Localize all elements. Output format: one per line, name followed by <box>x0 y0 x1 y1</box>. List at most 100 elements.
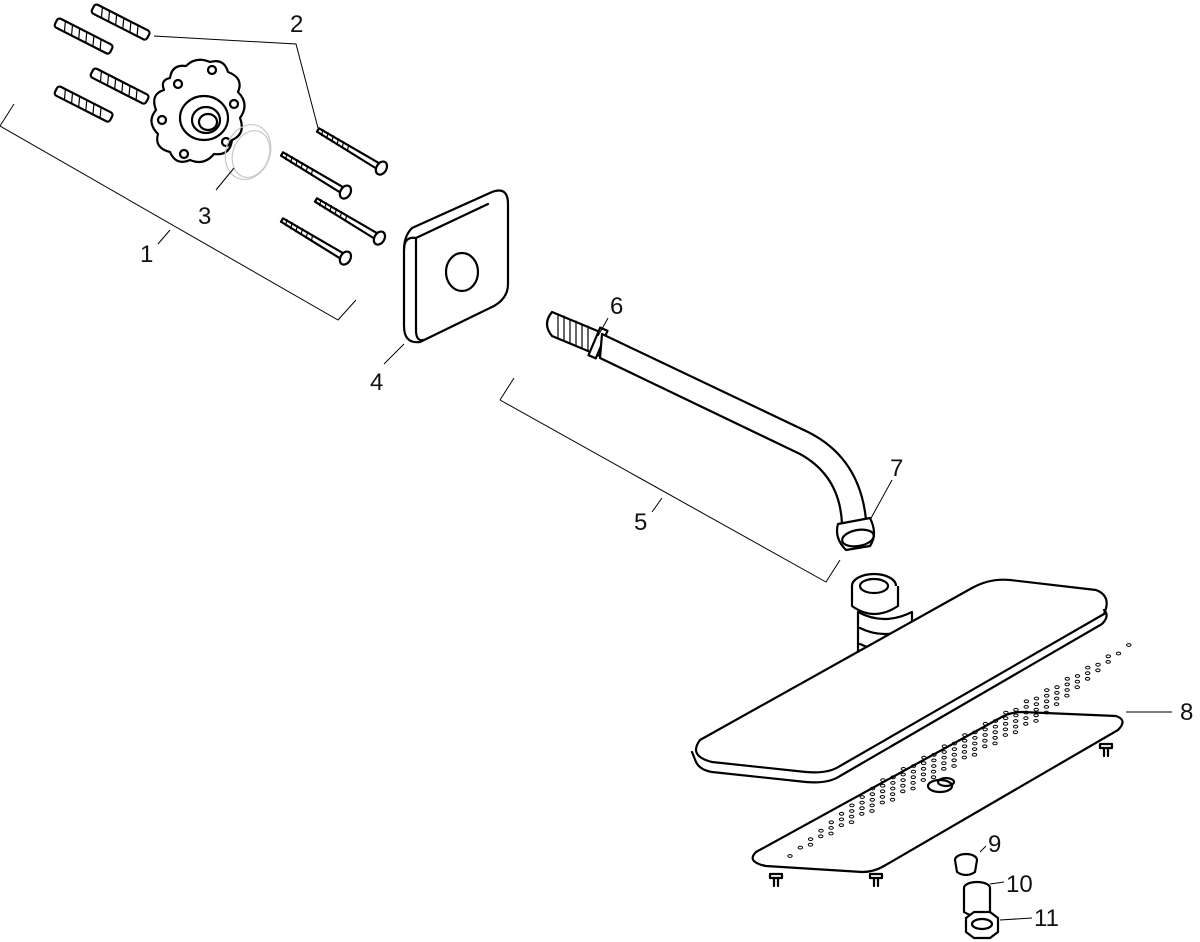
spray-nozzle <box>1064 688 1070 692</box>
spray-nozzle <box>1053 702 1060 706</box>
callout-11: 11 <box>1034 905 1059 932</box>
bracket-lines <box>0 103 841 583</box>
spray-nozzle <box>880 778 886 782</box>
spray-nozzle <box>1023 699 1030 704</box>
wall-flange <box>150 58 246 164</box>
square-escutcheon <box>402 189 510 344</box>
spray-nozzle <box>1054 696 1060 701</box>
spray-nozzle <box>889 797 896 802</box>
spray-nozzle <box>971 752 978 757</box>
spray-nozzle <box>951 752 957 757</box>
spray-nozzle <box>1074 679 1081 684</box>
spray-nozzle <box>1033 702 1040 706</box>
spray-nozzle <box>1013 719 1019 723</box>
flow-restrictor <box>953 852 979 877</box>
spray-nozzle <box>1064 693 1070 698</box>
spray-nozzle <box>941 750 947 754</box>
spray-nozzle <box>920 766 927 771</box>
spray-nozzle <box>941 744 948 749</box>
spray-nozzle <box>992 719 999 723</box>
spray-nozzle <box>910 781 916 785</box>
spray-nozzle <box>951 747 958 751</box>
spray-nozzle <box>931 758 937 763</box>
spray-nozzle <box>787 854 793 858</box>
spray-nozzle <box>900 778 906 782</box>
spray-nozzle <box>807 837 814 841</box>
spray-nozzle <box>818 828 824 833</box>
spray-nozzle <box>1044 693 1050 698</box>
spray-nozzle <box>880 783 886 788</box>
callout-6: 6 <box>610 293 623 320</box>
spray-nozzle <box>951 741 958 746</box>
spray-nozzle <box>962 738 968 743</box>
spray-nozzle <box>1115 651 1122 656</box>
spray-nozzle <box>1033 696 1040 701</box>
spray-nozzle <box>879 795 886 799</box>
spray-nozzle <box>992 735 998 740</box>
spray-nozzle <box>982 733 988 737</box>
spray-nozzle <box>1023 705 1029 709</box>
spray-nozzle <box>1043 710 1050 715</box>
screws <box>279 127 389 266</box>
spray-nozzle <box>879 800 885 805</box>
callout-5: 5 <box>634 509 647 536</box>
spray-nozzle <box>1084 676 1091 681</box>
shower-head <box>690 578 1108 784</box>
spray-nozzle <box>900 772 906 777</box>
spray-nozzle <box>1085 671 1091 676</box>
spray-nozzle <box>1003 710 1009 715</box>
spray-nozzle <box>910 764 917 768</box>
spray-nozzle <box>869 809 875 813</box>
spray-nozzle <box>921 761 927 766</box>
spray-nozzle <box>900 783 906 788</box>
spray-nozzle <box>941 766 947 771</box>
spray-nozzle <box>962 733 968 737</box>
spray-nozzle <box>1002 733 1008 737</box>
spray-nozzle <box>807 842 814 847</box>
wall-plugs <box>53 3 151 123</box>
callout-labels: 1 2 3 4 5 6 7 8 9 10 11 <box>140 11 1193 932</box>
spray-nozzle <box>1064 682 1070 687</box>
spray-nozzle <box>1064 676 1071 681</box>
spray-nozzle <box>869 792 876 797</box>
callout-3: 3 <box>198 203 211 230</box>
spray-nozzle <box>900 789 906 794</box>
spray-nozzle <box>859 800 865 805</box>
spray-nozzle <box>1023 710 1029 715</box>
callout-2: 2 <box>290 11 303 38</box>
spray-nozzle <box>1033 713 1039 718</box>
leader-lines <box>153 35 1172 921</box>
spray-nozzle <box>961 744 968 749</box>
callout-4: 4 <box>370 369 383 396</box>
spray-nozzle <box>951 758 957 763</box>
spray-nozzle <box>1054 685 1060 690</box>
callout-1: 1 <box>140 241 153 268</box>
spray-nozzle <box>828 826 834 830</box>
spray-nozzle <box>992 741 998 746</box>
spray-nozzle <box>1074 685 1080 690</box>
spray-nozzle <box>992 724 999 729</box>
callout-7: 7 <box>890 455 903 482</box>
spray-nozzle <box>982 727 988 732</box>
spray-nozzle <box>972 741 978 746</box>
seal-ring <box>224 124 272 180</box>
spray-nozzle <box>859 795 865 799</box>
spray-nozzle <box>1054 690 1060 695</box>
spray-nozzle <box>1074 674 1081 678</box>
spray-nozzle <box>930 769 937 774</box>
spray-nozzle <box>931 764 937 768</box>
spray-nozzle <box>1044 688 1050 692</box>
spray-nozzle <box>1013 707 1019 712</box>
spray-nozzle <box>1002 727 1009 732</box>
spray-nozzle <box>879 789 886 794</box>
spray-nozzle <box>859 811 865 816</box>
spray-nozzle <box>869 803 875 808</box>
spray-nozzle <box>797 845 803 850</box>
spray-nozzle <box>828 820 834 825</box>
spray-nozzle <box>1085 665 1091 670</box>
spray-nozzle <box>982 738 988 743</box>
spray-nozzle <box>869 786 876 791</box>
spray-nozzle <box>941 761 947 766</box>
spray-nozzle <box>992 730 998 735</box>
spray-nozzle <box>930 775 937 780</box>
